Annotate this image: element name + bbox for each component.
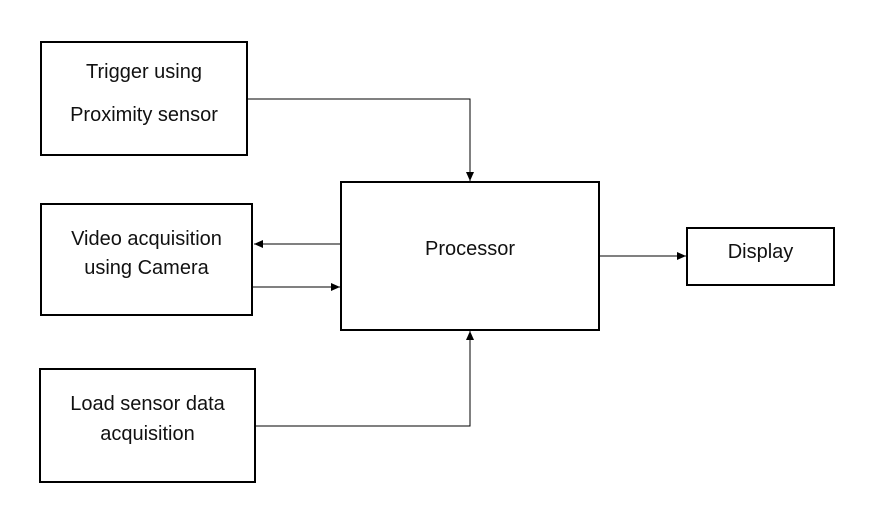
load-node-line-2: acquisition <box>100 423 195 445</box>
video-node-line-1: Video acquisition <box>71 228 222 250</box>
edge-load-to-processor <box>256 331 474 427</box>
trigger-node-line-1: Trigger using <box>86 61 202 83</box>
trigger-node: Trigger using Proximity sensor <box>40 41 248 156</box>
load-node: Load sensor data acquisition <box>39 368 256 483</box>
display-node: Display <box>686 227 835 286</box>
edge-trigger-to-processor <box>248 98 474 181</box>
trigger-node-line-2: Proximity sensor <box>70 104 218 126</box>
video-node: Video acquisition using Camera <box>40 203 253 316</box>
processor-node-label: Processor <box>424 238 516 260</box>
load-node-line-1: Load sensor data <box>70 393 225 415</box>
video-node-line-2: using Camera <box>84 257 209 279</box>
processor-node: Processor <box>340 181 600 331</box>
display-node-label: Display <box>727 241 794 263</box>
